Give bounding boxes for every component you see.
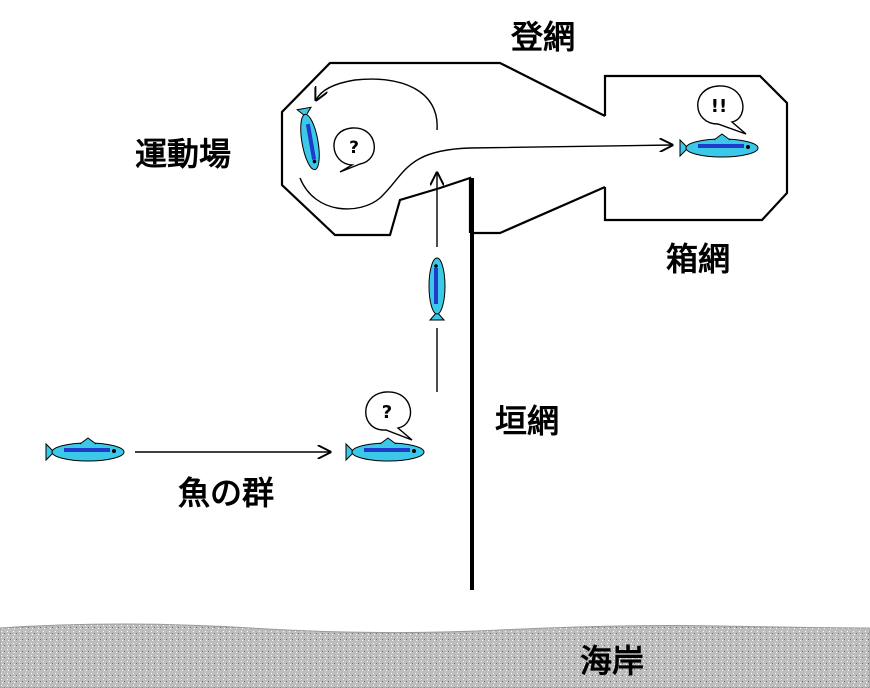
box-net <box>603 74 789 222</box>
path-arrow-to-box <box>299 145 672 210</box>
speech-bubble-question: ? <box>365 391 413 441</box>
label-kaigan: 海岸 <box>580 642 644 680</box>
label-hako-ami: 箱網 <box>666 240 730 278</box>
label-sakana-no-mure: 魚の群 <box>178 474 274 512</box>
bubble-surprise-text: !! <box>711 96 727 117</box>
fish-in-playground <box>296 106 320 171</box>
label-undojo: 運動場 <box>135 135 231 173</box>
shore <box>0 623 870 688</box>
bubble-question-text: ? <box>382 402 392 423</box>
label-kaki-ami: 垣網 <box>495 402 559 440</box>
playground-chamber <box>280 61 606 237</box>
fish-school <box>45 437 125 462</box>
fish-swimming-up <box>428 257 446 321</box>
speech-bubble-question-playground: ? <box>333 127 375 173</box>
label-nobori-ami: 登網 <box>510 18 575 56</box>
speech-bubble-surprise: !! <box>697 85 747 135</box>
fish-in-box <box>679 133 759 158</box>
fish-at-leader <box>345 437 425 462</box>
bubble-question-playground-text: ? <box>349 138 359 158</box>
funnel-lower-wall <box>470 185 606 235</box>
path-arrow-loop <box>316 78 438 131</box>
